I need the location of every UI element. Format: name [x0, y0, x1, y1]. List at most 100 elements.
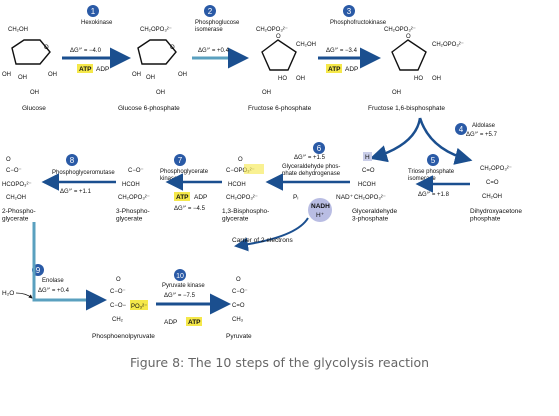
- svg-text:Phosphoglyceromutase: Phosphoglyceromutase: [52, 170, 115, 176]
- svg-text:O: O: [238, 157, 243, 163]
- svg-text:HCOH: HCOH: [228, 182, 246, 188]
- svg-text:CH₂OPO₃²⁻: CH₂OPO₃²⁻: [226, 195, 258, 201]
- f16bp-label: Fructose 1,6-bisphosphate: [368, 105, 445, 112]
- svg-text:C=O: C=O: [232, 303, 245, 309]
- f16bp-structure: CH₂OPO₃²⁻ CH₂OPO₃²⁻ O HO OH OH Fructose …: [368, 27, 464, 112]
- svg-text:ATP: ATP: [328, 66, 341, 73]
- svg-text:CH₂OPO₃²⁻: CH₂OPO₃²⁻: [118, 195, 150, 201]
- g6p-structure: CH₂OPO₃²⁻ O OH OH OH OH Glucose 6-phosph…: [118, 27, 187, 112]
- svg-text:Phosphofructokinase: Phosphofructokinase: [330, 20, 387, 26]
- svg-text:CH₂OPO₃²⁻: CH₂OPO₃²⁻: [140, 27, 172, 33]
- bpg-label: 1,3-Bisphospho-glycerate: [222, 208, 269, 222]
- svg-text:CH₂OH: CH₂OH: [6, 195, 26, 201]
- svg-text:7: 7: [178, 156, 183, 165]
- pg2-structure: O C−O⁻ HCOPO₃²⁻ CH₂OH 2-Phospho-glycerat…: [2, 157, 36, 222]
- svg-text:3: 3: [347, 7, 352, 16]
- step-3-reaction: Phosphofructokinase ΔG°' = −3.4 ATP ADP: [318, 20, 387, 73]
- svg-text:Glyceraldehyde phos-phate dehy: Glyceraldehyde phos-phate dehydrogenase: [282, 164, 341, 177]
- step-9-reaction: Enolase ΔG°' = +0.4 H₂O: [2, 222, 107, 311]
- svg-text:ΔG°' = +1.1: ΔG°' = +1.1: [60, 189, 92, 195]
- svg-text:CH₂OPO₃²⁻: CH₂OPO₃²⁻: [432, 42, 464, 48]
- svg-text:CH₂OPO₃²⁻: CH₂OPO₃²⁻: [480, 166, 512, 172]
- pg3-structure: C−O⁻ HCOH CH₂OPO₃²⁻ 3-Phospho-glycerate: [116, 168, 150, 222]
- svg-text:CH₂: CH₂: [112, 317, 124, 323]
- svg-text:NAD⁺: NAD⁺: [336, 194, 354, 201]
- pep-label: Phosphoenolpyruvate: [92, 333, 155, 340]
- svg-text:8: 8: [70, 156, 75, 165]
- pep-structure: O C−O⁻ C−O− PO₃²⁻ CH₂ Phosphoenolpyruvat…: [92, 277, 155, 340]
- svg-text:4: 4: [459, 125, 464, 134]
- svg-text:CH₂OPO₃²⁻: CH₂OPO₃²⁻: [256, 27, 288, 33]
- figure-caption: Figure 8: The 10 steps of the glycolysis…: [129, 355, 430, 370]
- glucose-structure: CH₂OH O OH OH OH OH Glucose: [2, 27, 57, 112]
- pg2-label: 2-Phospho-glycerate: [2, 208, 36, 222]
- svg-text:OH: OH: [48, 72, 57, 78]
- svg-text:OH: OH: [2, 72, 11, 78]
- svg-text:ΔG°' = −4.0: ΔG°' = −4.0: [70, 48, 102, 54]
- svg-text:HCOPO₃²⁻: HCOPO₃²⁻: [2, 182, 32, 188]
- step-6-reaction: ΔG°' = +1.5 Glyceraldehyde phos-phate de…: [232, 155, 354, 252]
- f6p-label: Fructose 6-phosphate: [248, 105, 312, 112]
- svg-text:CH₂OPO₃²⁻: CH₂OPO₃²⁻: [384, 27, 416, 33]
- svg-text:OH: OH: [432, 76, 441, 82]
- step-10-reaction: Pyruvate kinase ΔG°' = −7.5 ADP ATP: [156, 283, 231, 326]
- svg-text:H₂O: H₂O: [2, 290, 14, 297]
- step-7-badge: 7: [174, 154, 186, 166]
- pyruvate-structure: O C−O⁻ C=O CH₃ Pyruvate: [226, 277, 252, 340]
- svg-text:OH: OH: [18, 75, 27, 81]
- svg-text:O: O: [116, 277, 121, 283]
- svg-text:ΔG°' = +1.8: ΔG°' = +1.8: [418, 192, 450, 198]
- svg-text:ADP: ADP: [194, 194, 207, 201]
- svg-text:Aldolase: Aldolase: [472, 123, 496, 129]
- pyruvate-label: Pyruvate: [226, 333, 252, 340]
- g6p-label: Glucose 6-phosphate: [118, 105, 180, 112]
- svg-text:OH: OH: [146, 75, 155, 81]
- svg-text:Enolase: Enolase: [42, 278, 64, 284]
- svg-text:2: 2: [208, 7, 213, 16]
- svg-text:O: O: [6, 157, 11, 163]
- svg-text:6: 6: [317, 144, 322, 153]
- electron-carrier-note: Carrier of 2 electrons: [232, 237, 293, 244]
- svg-text:H⁺: H⁺: [316, 212, 325, 219]
- svg-text:ΔG°' = +5.7: ΔG°' = +5.7: [466, 132, 498, 138]
- svg-text:O: O: [236, 277, 241, 283]
- svg-text:9: 9: [36, 266, 41, 275]
- svg-text:ADP: ADP: [96, 66, 109, 73]
- svg-text:OH: OH: [296, 76, 305, 82]
- svg-text:ATP: ATP: [176, 194, 189, 201]
- svg-text:C=O: C=O: [362, 168, 375, 174]
- step-4-badge: 4: [455, 123, 467, 135]
- step-3-badge: 3: [343, 5, 355, 17]
- svg-text:C−OPO₃²⁻: C−OPO₃²⁻: [226, 168, 255, 174]
- step-8-reaction: Phosphoglyceromutase ΔG°' = +1.1: [41, 170, 116, 195]
- step-4-reaction: Aldolase ΔG°' = +5.7: [369, 117, 498, 165]
- glucose-label: Glucose: [22, 105, 46, 112]
- svg-text:C−O⁻: C−O⁻: [6, 168, 22, 174]
- svg-text:Pᵢ: Pᵢ: [293, 194, 298, 201]
- svg-text:OH: OH: [392, 90, 401, 96]
- svg-text:ΔG°' = −3.4: ΔG°' = −3.4: [326, 48, 358, 54]
- bpg-structure: O C−OPO₃²⁻ HCOH CH₂OPO₃²⁻ 1,3-Bisphospho…: [222, 157, 269, 222]
- pg3-label: 3-Phospho-glycerate: [116, 208, 150, 222]
- svg-text:5: 5: [431, 156, 436, 165]
- svg-text:PO₃²⁻: PO₃²⁻: [131, 304, 147, 310]
- svg-text:OH: OH: [156, 90, 165, 96]
- f6p-structure: CH₂OPO₃²⁻ CH₂OH O HO OH OH Fructose 6-ph…: [248, 27, 316, 112]
- svg-text:OH: OH: [178, 72, 187, 78]
- svg-text:O: O: [276, 34, 281, 40]
- svg-text:ADP: ADP: [164, 319, 177, 326]
- svg-text:Pyruvate kinase: Pyruvate kinase: [162, 283, 205, 289]
- step-1-reaction: Hexokinase ΔG°' = −4.0 ATP ADP: [62, 20, 131, 73]
- svg-text:CH₂OH: CH₂OH: [8, 27, 28, 33]
